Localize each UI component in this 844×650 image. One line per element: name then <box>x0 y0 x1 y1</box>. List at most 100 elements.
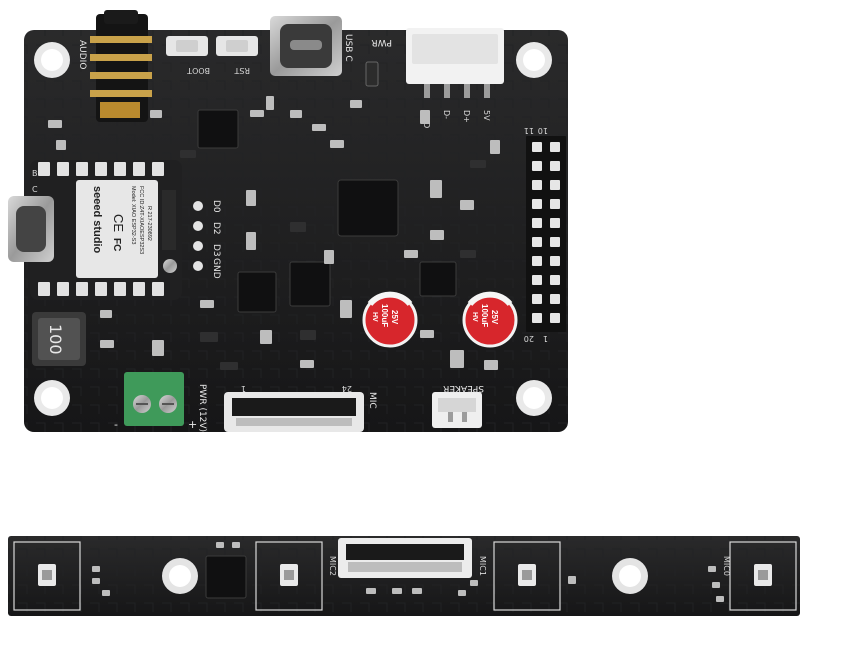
header-pin <box>532 199 542 209</box>
pwr-12v-label: PWR (12V) <box>197 384 207 432</box>
d-plus-label: D+ <box>462 110 471 123</box>
module-pad <box>57 282 69 296</box>
strip-fpc-connector <box>338 538 472 578</box>
header-pin <box>532 256 542 266</box>
module-pad <box>38 282 50 296</box>
mic-array-board: MIC2 MIC1 MIC0 <box>8 536 800 616</box>
smd-part <box>430 180 442 198</box>
mic2-label: MIC2 <box>328 556 337 576</box>
module-pad <box>114 162 126 176</box>
strip-smd-part <box>458 590 466 596</box>
speaker-connector <box>432 392 482 428</box>
smd-part <box>290 222 306 232</box>
gnd-side-label: GND <box>211 258 221 279</box>
smd-part <box>312 124 326 131</box>
module-brand: seeed studio <box>91 186 103 254</box>
smd-part <box>260 330 272 344</box>
audio-jack <box>90 10 152 122</box>
header-pin <box>532 180 542 190</box>
smd-part <box>56 140 66 150</box>
smd-part <box>100 340 114 348</box>
strip-smd-part <box>102 590 110 596</box>
small-ic-2 <box>419 261 457 297</box>
smd-part <box>460 250 476 258</box>
capacitor-1-l2: 100uF <box>380 304 389 327</box>
strip-smd-part <box>716 596 724 602</box>
smd-part <box>290 110 302 118</box>
module-pad <box>38 162 50 176</box>
fpc-connector <box>224 392 364 432</box>
header-pin <box>550 237 560 247</box>
smd-part <box>220 362 238 370</box>
usb-c-label: USB C <box>343 34 353 62</box>
audio-label: AUDIO <box>77 40 87 69</box>
strip-smd-part <box>708 566 716 572</box>
five-v-label: 5V <box>482 110 491 121</box>
module-pad <box>95 162 107 176</box>
power-terminal-block <box>124 372 184 426</box>
header-pin <box>550 313 560 323</box>
small-ic-1 <box>197 109 239 149</box>
capacitor-1: HV 100uF 25V <box>362 291 418 348</box>
smd-part <box>100 310 112 318</box>
capacitor-2-l2: 100uF <box>480 304 489 327</box>
module-fc: FC <box>111 238 122 251</box>
fpc-24-label: 24 <box>342 384 352 393</box>
strip-smd-part <box>366 588 376 594</box>
usb-header-connector <box>406 28 504 98</box>
smd-part <box>350 100 362 108</box>
header-pin <box>550 294 560 304</box>
module-fcc-line: FCC ID:Z4T-XIAOESP32S3 <box>138 186 144 254</box>
strip-smd-part <box>568 576 576 584</box>
module-model: Model: XIAO ESP32-S3 <box>130 186 136 244</box>
gpio-pin-header <box>526 136 566 332</box>
smd-part <box>300 360 314 368</box>
module-pad <box>95 282 107 296</box>
header-pin <box>550 180 560 190</box>
d-minus-label: D- <box>442 110 451 119</box>
smd-part <box>490 140 500 154</box>
module-pad <box>133 162 145 176</box>
pwr-led <box>365 61 379 87</box>
mic-1-pad <box>255 541 323 611</box>
header-pin <box>532 313 542 323</box>
module-pad <box>76 162 88 176</box>
d2-label: D2 <box>211 222 221 235</box>
module-pad <box>152 282 164 296</box>
mic-3-pad <box>729 541 797 611</box>
pin-20-label: 20 <box>524 334 534 343</box>
module-code: R 217-230892 <box>146 206 152 241</box>
header-pin <box>550 256 560 266</box>
strip-smd-part <box>92 566 100 572</box>
header-pin <box>550 275 560 285</box>
header-pin <box>532 237 542 247</box>
pwr-led-label: PWR <box>371 37 392 47</box>
mounting-hole-bl <box>34 380 70 416</box>
smd-part <box>300 330 316 340</box>
strip-hole-left <box>162 558 198 594</box>
xiao-module: seeed studio CE FC Model: XIAO ESP32-S3 … <box>8 160 182 300</box>
smd-part <box>430 230 444 240</box>
plus-label: + <box>188 418 197 431</box>
module-pad <box>152 162 164 176</box>
header-pin <box>550 142 560 152</box>
mic-label: MIC <box>367 392 377 409</box>
pin-10-label: 10 <box>538 126 548 135</box>
mounting-hole-tr <box>516 42 552 78</box>
module-pad <box>133 282 145 296</box>
smd-part <box>48 120 62 128</box>
boot-label: BOOT <box>187 66 210 75</box>
mounting-hole-tl <box>34 42 70 78</box>
smd-part <box>266 96 274 110</box>
inductor-label: 100 <box>46 324 65 355</box>
smd-part <box>330 140 344 148</box>
module-pad <box>76 282 88 296</box>
smd-part <box>450 350 464 368</box>
capacitor-2: HV 100uF 25V <box>462 291 518 348</box>
smd-part <box>324 250 334 264</box>
smd-part <box>152 340 164 356</box>
smd-part <box>200 332 218 342</box>
strip-smd-part <box>712 582 720 588</box>
header-pin <box>532 161 542 171</box>
